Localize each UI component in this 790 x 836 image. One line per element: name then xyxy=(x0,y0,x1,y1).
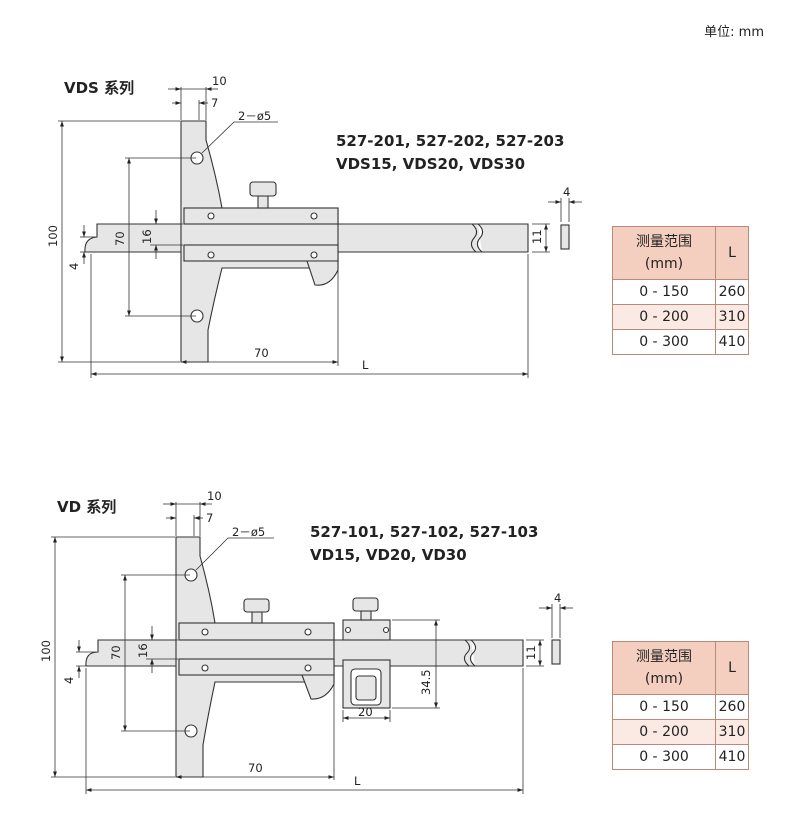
dim-L: L xyxy=(362,358,369,372)
gauge-body-vds xyxy=(84,120,570,363)
hole-callout: 2－ø5 xyxy=(232,525,265,539)
dimension-labels-vds: 10 7 2－ø5 4 100 4 70 16 11 70 L xyxy=(46,74,570,372)
dim-7: 7 xyxy=(206,511,213,525)
header-range: 测量范围 (mm) xyxy=(612,226,716,280)
dim-70-horizontal: 70 xyxy=(248,761,263,775)
range-table-vd: 测量范围 (mm) L 0 - 150 260 0 - 200 310 0 - … xyxy=(612,641,749,770)
hole-callout: 2－ø5 xyxy=(238,109,271,123)
dim-11: 11 xyxy=(524,645,538,660)
dim-20: 20 xyxy=(358,705,373,719)
table-cell: 310 xyxy=(715,719,749,745)
dim-4-end: 4 xyxy=(554,591,561,605)
series-title-vd: VD 系列 xyxy=(57,498,117,516)
table-cell: 410 xyxy=(715,329,749,355)
model-names: VDS15, VDS20, VDS30 xyxy=(336,155,526,173)
dim-70-horizontal: 70 xyxy=(254,346,269,360)
dim-L: L xyxy=(354,774,361,788)
model-names: VD15, VD20, VD30 xyxy=(310,546,467,564)
dim-4-tip: 4 xyxy=(62,677,76,684)
model-numbers-vds: 527-201, 527-202, 527-203 VDS15, VDS20, … xyxy=(336,130,564,176)
dimension-labels-vd: 10 7 2－ø5 4 100 4 70 16 11 34.5 20 70 L xyxy=(39,489,561,788)
table-cell: 0 - 150 xyxy=(612,694,716,720)
range-table-vds: 测量范围 (mm) L 0 - 150 260 0 - 200 310 0 - … xyxy=(612,226,749,355)
unit-label: 单位: mm xyxy=(704,25,764,40)
dim-10: 10 xyxy=(212,74,227,88)
header-L: L xyxy=(715,226,749,280)
table-cell: 0 - 200 xyxy=(612,719,716,745)
dim-100: 100 xyxy=(46,225,60,247)
dim-11: 11 xyxy=(530,229,544,244)
header-L: L xyxy=(715,641,749,695)
table-cell: 0 - 300 xyxy=(612,744,716,770)
table-cell: 260 xyxy=(715,279,749,305)
dim-16: 16 xyxy=(136,643,150,658)
series-title-vds: VDS 系列 xyxy=(64,79,135,97)
dim-10: 10 xyxy=(207,489,222,503)
dim-4-tip: 4 xyxy=(67,263,81,270)
table-cell: 260 xyxy=(715,694,749,720)
model-codes: 527-201, 527-202, 527-203 xyxy=(336,132,565,150)
header-range: 测量范围 (mm) xyxy=(612,641,716,695)
gauge-body-vd xyxy=(85,536,561,778)
dim-70-vertical: 70 xyxy=(113,231,127,246)
table-cell: 410 xyxy=(715,744,749,770)
dim-70-vertical: 70 xyxy=(109,645,123,660)
model-codes: 527-101, 527-102, 527-103 xyxy=(310,523,539,541)
dim-4-end: 4 xyxy=(563,185,570,199)
table-cell: 0 - 200 xyxy=(612,304,716,330)
dim-34-5: 34.5 xyxy=(419,669,433,695)
model-numbers-vd: 527-101, 527-102, 527-103 VD15, VD20, VD… xyxy=(310,521,538,567)
dim-100: 100 xyxy=(39,640,53,662)
dim-16: 16 xyxy=(140,229,154,244)
dim-7: 7 xyxy=(211,96,218,110)
table-cell: 0 - 150 xyxy=(612,279,716,305)
